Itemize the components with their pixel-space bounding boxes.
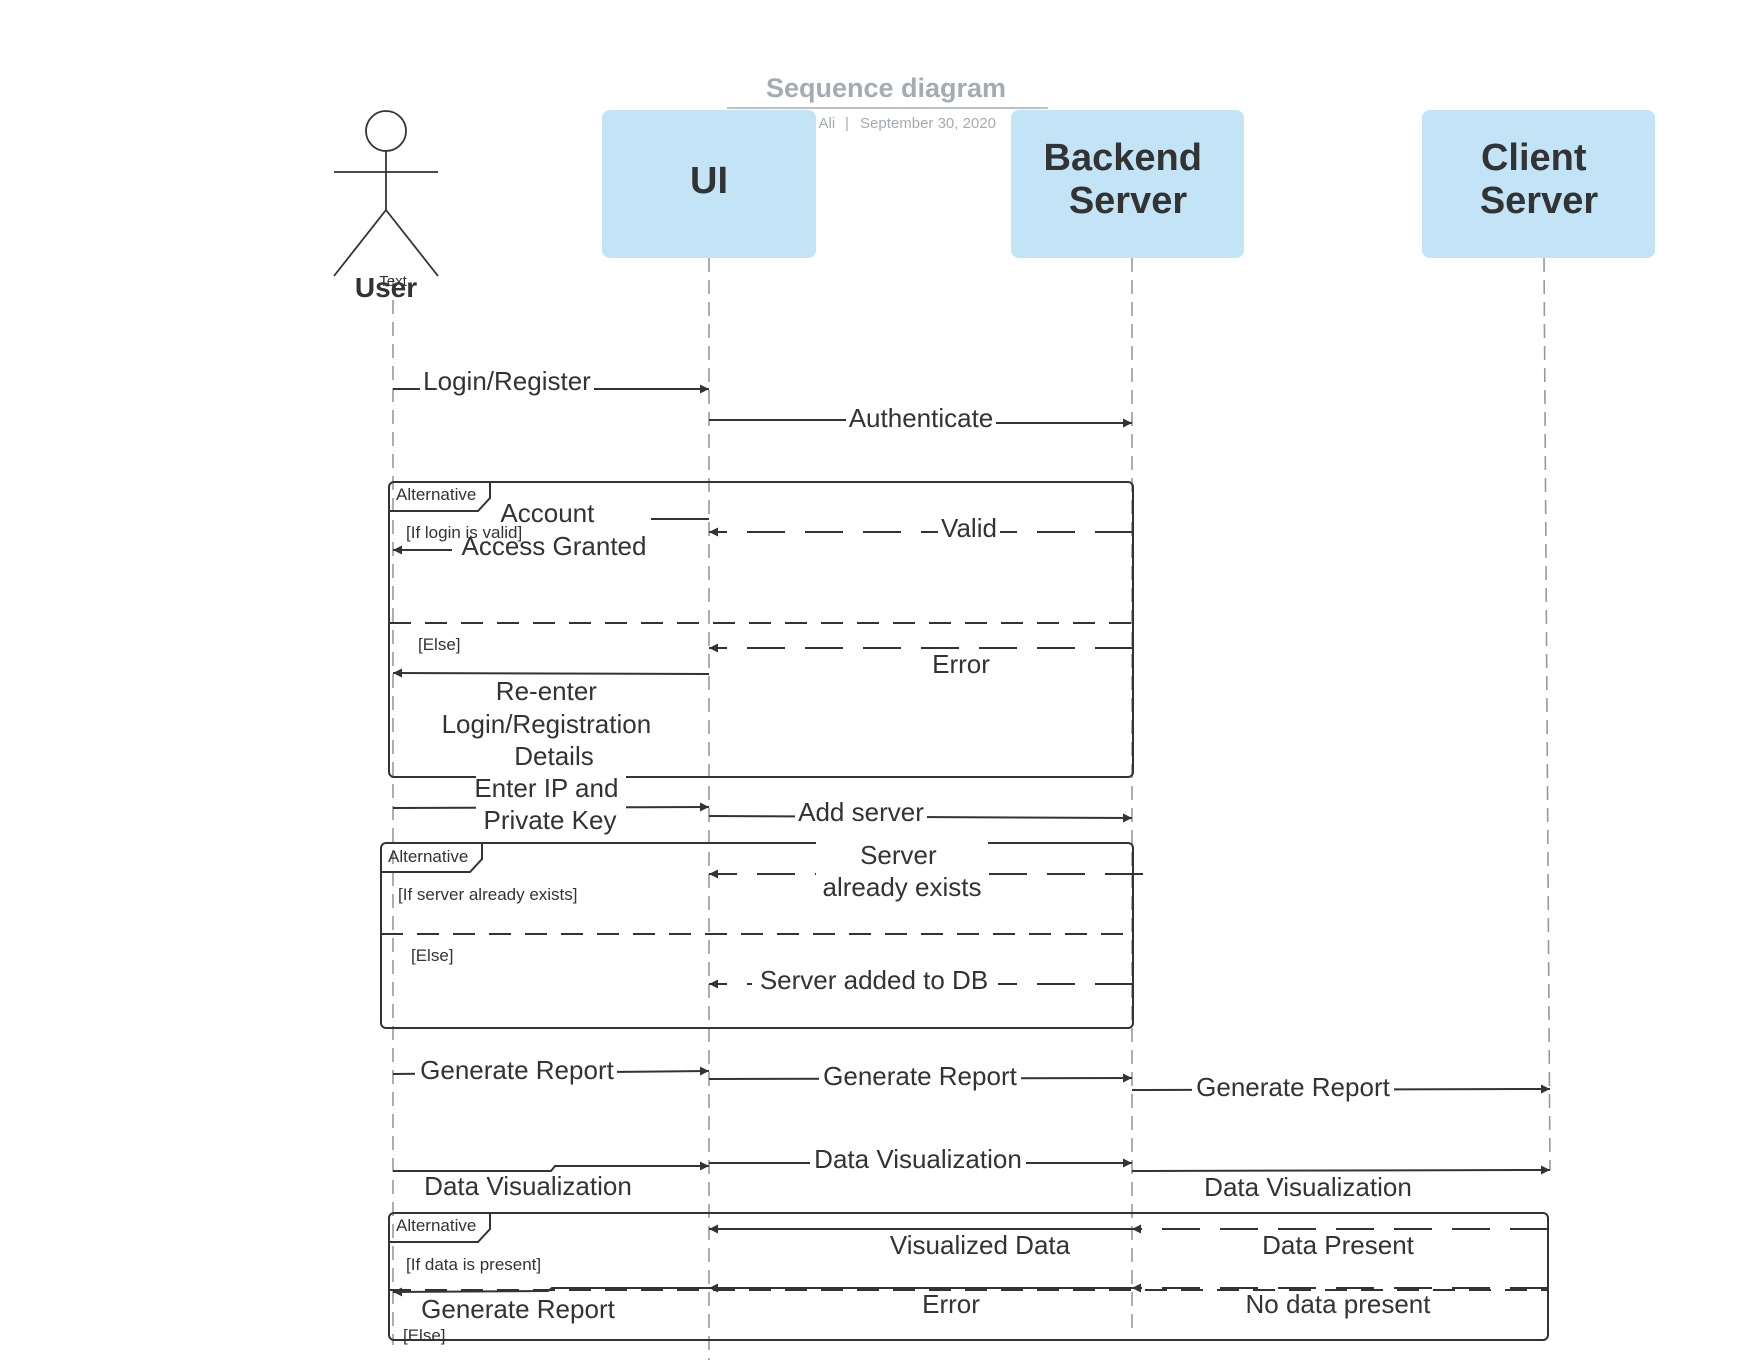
valid-label: Valid xyxy=(941,513,997,543)
client-participant-label: Client Server xyxy=(1480,137,1599,222)
label-backdrop xyxy=(816,840,988,904)
fragment-else: [Else] xyxy=(418,635,461,654)
alt-fragment-server: Alternative [If server already exists] [… xyxy=(380,842,1134,1029)
add-server-label: Add server xyxy=(798,797,924,827)
diagram-title: Sequence diagram xyxy=(766,73,1006,103)
label-backdrop xyxy=(846,405,996,433)
label-backdrop xyxy=(795,800,927,828)
fragment-frame xyxy=(388,481,1134,778)
server-added-label: Server added to DB xyxy=(760,965,988,995)
reenter-arrow xyxy=(392,668,710,678)
fragment-tag: Alternative xyxy=(388,847,468,866)
reenter-label: Re-enter Login/Registration Details xyxy=(442,676,659,771)
backend-participant-box xyxy=(1011,110,1244,258)
backend-participant-label: Backend Server xyxy=(1044,137,1213,222)
fragment-guard: [If server already exists] xyxy=(398,885,578,904)
data-vis-1-label: Data Visualization xyxy=(424,1171,632,1201)
authenticate-label: Authenticate xyxy=(849,403,994,433)
gen-report-back-label: Generate Report xyxy=(421,1294,615,1324)
data-vis-2-label: Data Visualization xyxy=(814,1144,1022,1174)
diagram-separator: | xyxy=(845,115,849,132)
error1-label: Error xyxy=(932,649,990,679)
actor-label: User xyxy=(355,272,417,303)
label-backdrop xyxy=(420,368,594,398)
fragment-guard: [If login is valid] xyxy=(406,523,522,542)
error2-label: Error xyxy=(922,1289,980,1319)
gen-report-back-arrow xyxy=(392,1287,709,1297)
visualized-data-label: Visualized Data xyxy=(890,1230,1071,1260)
label-backdrop xyxy=(752,966,998,996)
label-backdrop xyxy=(819,1063,1021,1091)
diagram-date: September 30, 2020 xyxy=(860,115,996,132)
label-backdrop xyxy=(1192,1074,1394,1102)
actor-left-leg xyxy=(333,209,387,277)
enter-ip-label: Enter IP and Private Key xyxy=(474,773,625,835)
data-vis-1-arrow xyxy=(393,1161,709,1172)
fragment-else: [Else] xyxy=(403,1326,446,1345)
user-actor xyxy=(333,110,439,277)
ui-participant-box xyxy=(602,110,816,258)
label-backdrop xyxy=(938,515,1000,543)
label-backdrop xyxy=(810,1146,1026,1174)
fragment-tag-box xyxy=(389,1213,491,1243)
data-vis-3-label: Data Visualization xyxy=(1204,1172,1412,1202)
actor-right-leg xyxy=(385,209,439,277)
fragment-else: [Else] xyxy=(411,946,454,965)
fragment-tag: Alternative xyxy=(396,1216,476,1235)
fragment-guard: [If data is present] xyxy=(406,1255,541,1274)
client-participant-box xyxy=(1422,110,1655,258)
gen-report-3-label: Generate Report xyxy=(1196,1072,1390,1102)
no-data-label: No data present xyxy=(1245,1289,1431,1319)
label-backdrop xyxy=(476,775,626,837)
label-backdrop xyxy=(415,1057,617,1085)
fragment-frame xyxy=(388,1212,1549,1341)
fragment-tag-box xyxy=(389,482,491,512)
actor-overlay-text: Text xyxy=(379,273,407,290)
gen-report-2-label: Generate Report xyxy=(823,1061,1017,1091)
alt-fragment-data: Alternative [If data is present] [Else] xyxy=(388,1212,1549,1345)
fragment-tag-box xyxy=(381,843,483,873)
ui-participant-label: UI xyxy=(690,160,728,202)
fragment-tag: Alternative xyxy=(396,485,476,504)
data-present-label: Data Present xyxy=(1262,1230,1415,1260)
gen-report-1-label: Generate Report xyxy=(420,1055,614,1085)
client-lifeline xyxy=(1543,257,1551,1171)
login-label: Login/Register xyxy=(423,366,591,396)
fragment-frame xyxy=(380,842,1134,1029)
server-exists-label: Server already exists xyxy=(823,840,982,902)
data-vis-3-arrow xyxy=(1131,1165,1551,1175)
alt-fragment-login: Alternative [If login is valid] [Else] xyxy=(388,481,1134,778)
account-granted-label: Account Access Granted xyxy=(462,498,647,561)
actor-head xyxy=(365,110,407,152)
